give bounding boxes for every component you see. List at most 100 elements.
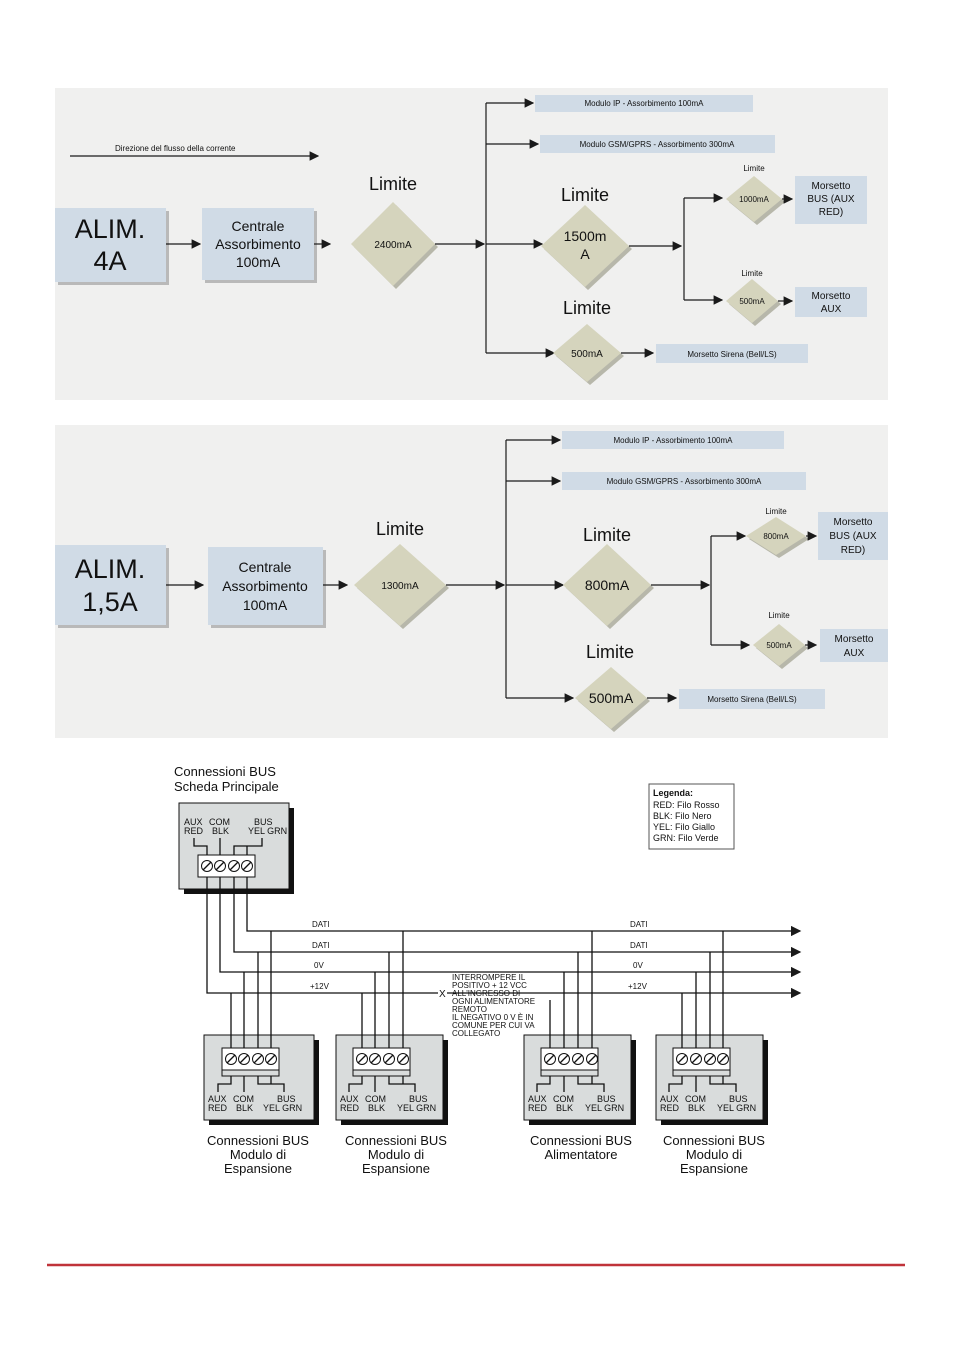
bus-label-0v-right: 0V — [633, 961, 643, 970]
limit-sirena-value-bottom: 500mA — [589, 690, 634, 706]
centrale-top-line3: 100mA — [236, 254, 281, 270]
svg-text:BUS: BUS — [277, 1094, 296, 1104]
modulo-ip-top-label: Modulo IP - Assorbimento 100mA — [584, 99, 704, 108]
svg-text:Connessioni BUS: Connessioni BUS — [530, 1133, 632, 1148]
main-terminal-block — [197, 854, 256, 878]
svg-text:YEL GRN: YEL GRN — [585, 1103, 624, 1113]
legend-title: Legenda: — [653, 788, 693, 798]
morsetto-aux-bottom-line1: Morsetto — [835, 634, 874, 645]
svg-text:RED: RED — [528, 1103, 548, 1113]
limit-1000-diamond — [726, 176, 782, 222]
bus-label-dati-1-right: DATI — [630, 920, 648, 929]
main-bus-label: BUS — [254, 817, 273, 827]
limit-500-small-value-top: 500mA — [739, 297, 765, 306]
main-com-label: COM — [209, 817, 230, 827]
centrale-bottom-line1: Centrale — [239, 559, 292, 575]
svg-text:Espansione: Espansione — [680, 1161, 748, 1176]
modulo-gsm-top-label: Modulo GSM/GPRS - Assorbimento 300mA — [580, 140, 735, 149]
flow-direction-label: Direzione del flusso della corrente — [115, 144, 236, 153]
morsetto-aux-top-line1: Morsetto — [812, 291, 851, 302]
main-board-title-line2: Scheda Principale — [174, 779, 279, 794]
morsetto-aux-box-bottom — [820, 629, 888, 662]
bus-label-12v-right: +12V — [628, 982, 648, 991]
limit-800-value: 800mA — [585, 577, 630, 593]
svg-text:REMOTO: REMOTO — [452, 1005, 487, 1014]
main-yelgrn-label: YEL GRN — [248, 826, 287, 836]
limit-sirena-value-top: 500mA — [571, 349, 603, 360]
limit-label-1000: Limite — [743, 164, 765, 173]
caption-module-1: Connessioni BUS Modulo di Espansione — [207, 1133, 309, 1176]
svg-text:Connessioni BUS: Connessioni BUS — [345, 1133, 447, 1148]
centrale-bottom-line2: Assorbimento — [222, 578, 308, 594]
svg-text:BUS: BUS — [409, 1094, 428, 1104]
limit-800-small-value: 800mA — [763, 532, 789, 541]
svg-text:INTERROMPERE IL: INTERROMPERE IL — [452, 973, 526, 982]
svg-text:RED: RED — [208, 1103, 228, 1113]
svg-text:YEL GRN: YEL GRN — [263, 1103, 302, 1113]
break-mark: X — [439, 989, 446, 1000]
morsetto-bus-top-line3: RED) — [819, 207, 843, 218]
centrale-top-line2: Assorbimento — [215, 236, 301, 252]
limit-label-sirena-top: Limite — [563, 298, 611, 318]
limit-2400-value: 2400mA — [374, 240, 412, 251]
alim-15a-box — [55, 545, 166, 625]
morsetto-sirena-box-top — [656, 344, 808, 363]
svg-text:RED: RED — [660, 1103, 680, 1113]
morsetto-aux-bottom-line2: AUX — [844, 648, 865, 659]
limit-2400-diamond — [351, 202, 435, 286]
limit-label-main-top: Limite — [369, 174, 417, 194]
legend-yel: YEL: Filo Giallo — [653, 822, 715, 832]
svg-text:Espansione: Espansione — [362, 1161, 430, 1176]
limit-label-mid-top: Limite — [561, 185, 609, 205]
alim-15a-line1: ALIM. — [75, 554, 146, 584]
svg-text:Espansione: Espansione — [224, 1161, 292, 1176]
remote-note: INTERROMPERE IL POSITIVO + 12 VCC ALL'IN… — [452, 973, 535, 1038]
modulo-gsm-bottom-label: Modulo GSM/GPRS - Assorbimento 300mA — [607, 477, 762, 486]
legend-box — [648, 783, 735, 850]
svg-text:OGNI ALIMENTATORE: OGNI ALIMENTATORE — [452, 997, 535, 1006]
modulo-ip-bottom-label: Modulo IP - Assorbimento 100mA — [613, 436, 733, 445]
svg-text:AUX: AUX — [208, 1094, 227, 1104]
limit-1500-line1: 1500m — [564, 228, 607, 244]
module-expansion-2: AUX COM BUS RED BLK YEL GRN — [335, 931, 448, 1125]
svg-text:IL NEGATIVO 0 V È IN: IL NEGATIVO 0 V È IN — [452, 1013, 534, 1022]
centrale-box-bottom — [208, 547, 323, 625]
limit-500-small-diamond-bottom — [753, 624, 805, 666]
modulo-ip-box-bottom — [562, 431, 784, 449]
limit-label-main-bottom: Limite — [376, 519, 424, 539]
morsetto-sirena-bottom-label: Morsetto Sirena (Bell/LS) — [707, 695, 797, 704]
morsetto-bus-bottom-line2: BUS (AUX — [829, 531, 877, 542]
svg-text:COM: COM — [553, 1094, 574, 1104]
module-alimentatore: AUX COM BUS RED BLK YEL GRN — [523, 931, 636, 1125]
modulo-gsm-box-bottom — [562, 472, 806, 490]
limit-1300-diamond — [354, 544, 446, 626]
legend-grn: GRN: Filo Verde — [653, 833, 719, 843]
bus-label-0v-left: 0V — [314, 961, 324, 970]
centrale-bottom-line3: 100mA — [243, 597, 288, 613]
svg-text:AUX: AUX — [660, 1094, 679, 1104]
svg-text:COLLEGATO: COLLEGATO — [452, 1029, 500, 1038]
svg-text:YEL GRN: YEL GRN — [397, 1103, 436, 1113]
morsetto-bus-top-line2: BUS (AUX — [807, 194, 855, 205]
svg-text:Alimentatore: Alimentatore — [545, 1147, 618, 1162]
morsetto-bus-bottom-line3: RED) — [841, 545, 865, 556]
bus-label-12v-left: +12V — [310, 982, 330, 991]
bus-line-dati-2 — [233, 877, 802, 958]
caption-module-3: Connessioni BUS Modulo di Espansione — [663, 1133, 765, 1176]
svg-text:ALL'INGRESSO DI: ALL'INGRESSO DI — [452, 989, 520, 998]
caption-module-2: Connessioni BUS Modulo di Espansione — [345, 1133, 447, 1176]
module-expansion-3: AUX COM BUS RED BLK YEL GRN — [655, 931, 768, 1125]
limit-label-500-small-top: Limite — [741, 269, 763, 278]
svg-text:BLK: BLK — [236, 1103, 253, 1113]
limit-500-small-value-bottom: 500mA — [766, 641, 792, 650]
svg-text:BLK: BLK — [688, 1103, 705, 1113]
limit-sirena-diamond-bottom — [575, 667, 647, 729]
centrale-box-top — [202, 208, 314, 280]
svg-text:BUS: BUS — [729, 1094, 748, 1104]
main-terminals — [201, 860, 253, 872]
main-blk-label: BLK — [212, 826, 229, 836]
modulo-ip-box-top — [535, 95, 753, 112]
module-expansion-1: AUX COM BUS RED BLK YEL GRN — [203, 931, 319, 1125]
caption-alimentatore: Connessioni BUS Alimentatore — [530, 1133, 632, 1162]
